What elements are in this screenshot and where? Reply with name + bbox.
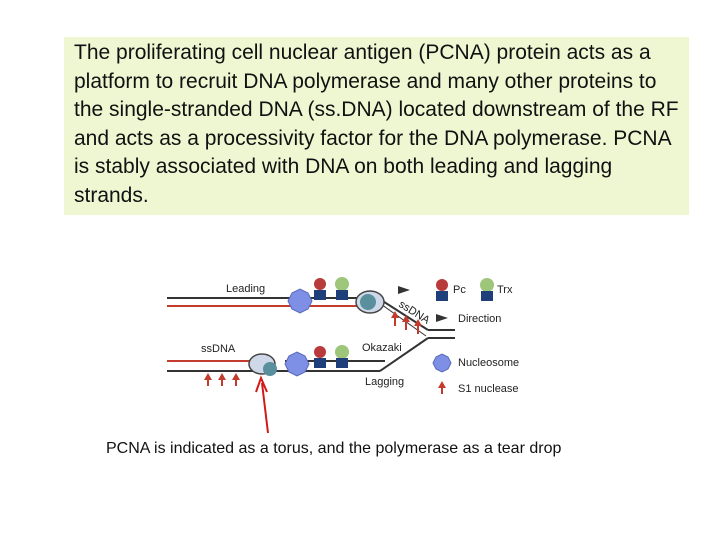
legend-pc-label: Pc	[453, 284, 466, 296]
nucleosome-bottom	[284, 351, 310, 377]
legend-nucleosome-icon	[432, 353, 452, 373]
label-ssdna-left: ssDNA	[201, 343, 236, 355]
legend-s1-nuclease-label: S1 nuclease	[458, 383, 519, 395]
caption-polymerase: the polymerase	[348, 440, 459, 457]
legend-direction-label: Direction	[458, 313, 501, 325]
legend-trx-label: Trx	[497, 284, 513, 296]
caption-text-2: as a tear drop	[458, 440, 562, 457]
legend-s1-nuclease-icon	[438, 381, 446, 394]
s1-nuclease-arrows-left	[204, 373, 240, 386]
caption-pcna: PCNA	[106, 440, 150, 457]
label-okazaki: Okazaki	[362, 342, 402, 354]
s1-nuclease-arrows-top	[391, 311, 422, 334]
pcna-polymerase-bottom	[248, 353, 277, 376]
direction-arrow-top	[398, 286, 410, 294]
legend-trx-icon	[480, 278, 494, 292]
legend-nucleosome-label: Nucleosome	[458, 357, 519, 369]
pointer-arrow	[255, 375, 269, 434]
nucleosome-top	[287, 288, 313, 314]
legend-direction-icon	[436, 314, 448, 322]
description-text: The proliferating cell nuclear antigen (…	[74, 41, 679, 207]
pcna-polymerase-top	[355, 290, 385, 314]
caption: PCNA is indicated as a torus, and the po…	[106, 438, 576, 459]
label-lagging: Lagging	[365, 376, 404, 388]
protein-markers-top	[314, 277, 349, 300]
legend: Pc Trx Direction Nucleosome S1 nuclease	[432, 278, 519, 395]
description-box: The proliferating cell nuclear antigen (…	[64, 37, 689, 215]
legend-pc-icon	[436, 279, 448, 291]
protein-markers-bottom	[314, 345, 349, 368]
label-leading: Leading	[226, 283, 265, 295]
caption-text-1: is indicated as a torus, and	[149, 440, 349, 457]
